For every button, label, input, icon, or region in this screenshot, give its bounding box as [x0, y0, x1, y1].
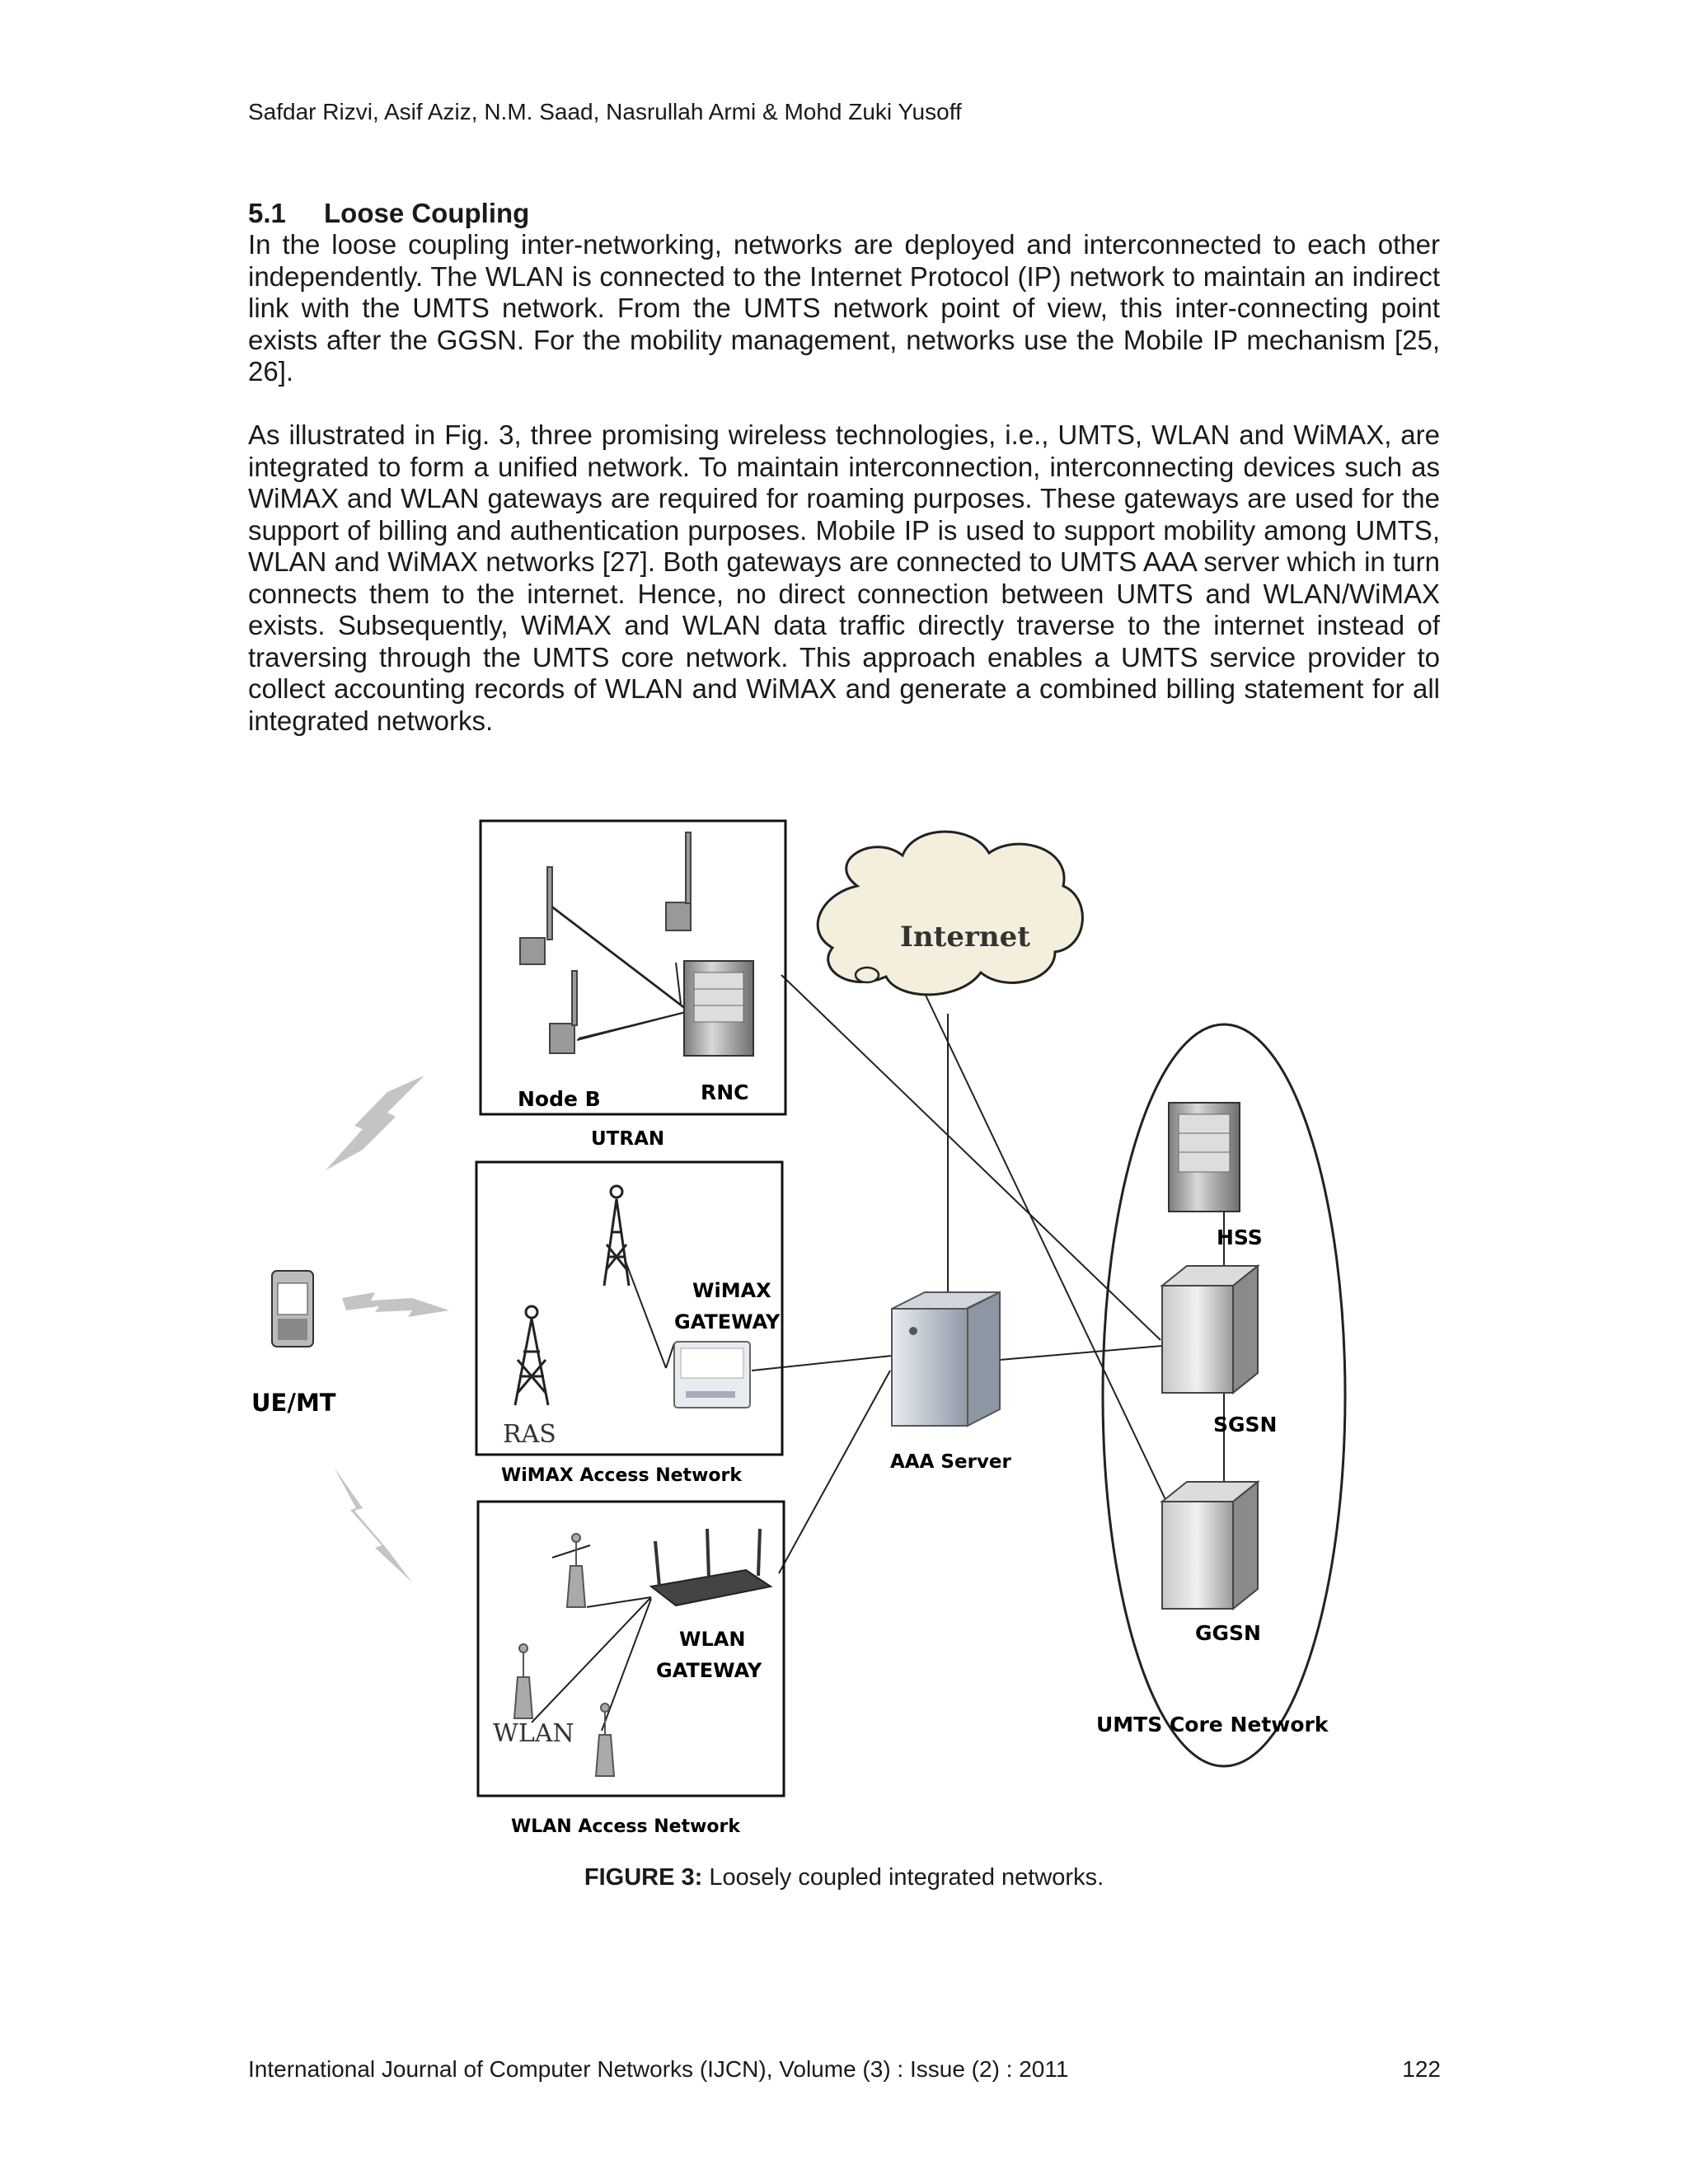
wimax-gateway-label-1: WiMAX	[692, 1279, 771, 1302]
wimax-access-label: WiMAX Access Network	[501, 1465, 743, 1486]
internet-cloud-icon	[816, 830, 1084, 996]
section-heading: 5.1 Loose Coupling	[248, 198, 529, 229]
utran-label: UTRAN	[591, 1128, 664, 1150]
running-header: Safdar Rizvi, Asif Aziz, N.M. Saad, Nasr…	[248, 99, 962, 124]
ggsn-label: GGSN	[1195, 1621, 1261, 1645]
page-number: 122	[1402, 2056, 1441, 2082]
section-number: 5.1	[248, 198, 286, 228]
umts-core-ellipse	[1101, 1023, 1347, 1768]
ras-tower-icon	[513, 1184, 631, 1406]
paragraph-1: In the loose coupling inter-networking, …	[248, 229, 1440, 387]
paragraph-2: As illustrated in Fig. 3, three promisin…	[248, 419, 1440, 736]
sgsn-label: SGSN	[1213, 1413, 1277, 1436]
hss-icon	[1168, 1102, 1240, 1212]
wlan-gateway-label-2: GATEWAY	[656, 1659, 762, 1682]
wlan-ap-icon	[513, 1533, 616, 1777]
wlan-gateway-label-1: WLAN	[679, 1628, 745, 1651]
ras-label: RAS	[503, 1420, 556, 1449]
wimax-gateway-icon	[673, 1341, 751, 1408]
utran-box	[479, 819, 787, 1116]
section-title: Loose Coupling	[324, 198, 530, 228]
rnc-icon	[683, 960, 754, 1057]
ggsn-icon	[1160, 1479, 1260, 1611]
wlan-gateway-icon	[649, 1528, 773, 1607]
phone-icon	[271, 1270, 314, 1347]
rnc-label: RNC	[701, 1080, 749, 1104]
wlan-label: WLAN	[493, 1719, 574, 1748]
journal-footer: International Journal of Computer Networ…	[248, 2056, 1069, 2082]
node-b-antenna-icon	[519, 832, 692, 1054]
figure-caption: FIGURE 3: Loosely coupled integrated net…	[0, 1864, 1688, 1891]
aaa-server-label: AAA Server	[890, 1451, 1012, 1473]
connection-lines	[551, 907, 1225, 1574]
wlan-box	[476, 1500, 785, 1797]
umts-core-label: UMTS Core Network	[1096, 1713, 1329, 1736]
ue-mt-label: UE/MT	[251, 1389, 336, 1417]
node-b-label: Node B	[518, 1087, 601, 1111]
caption-text: Loosely coupled integrated networks.	[702, 1864, 1104, 1891]
wimax-box	[475, 1160, 784, 1456]
wlan-access-label: WLAN Access Network	[511, 1816, 741, 1837]
sgsn-icon	[1160, 1263, 1260, 1395]
internet-label: Internet	[900, 921, 1030, 954]
lightning-icon	[326, 1076, 449, 1582]
wimax-gateway-label-2: GATEWAY	[674, 1310, 781, 1333]
caption-label: FIGURE 3:	[584, 1864, 703, 1891]
hss-label: HSS	[1217, 1226, 1263, 1249]
aaa-server-icon	[891, 1291, 1001, 1427]
